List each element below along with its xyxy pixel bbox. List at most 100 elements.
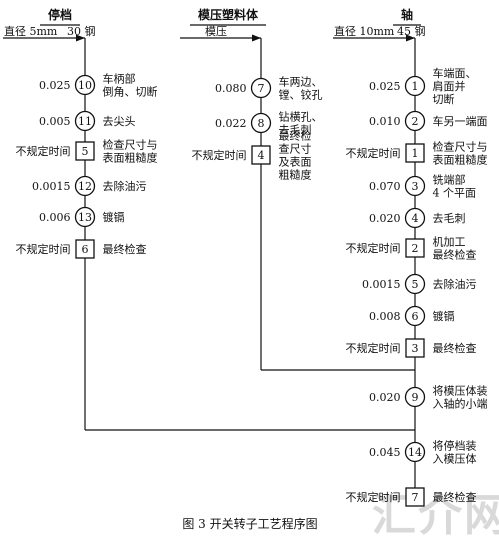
step-number: 6 <box>412 310 419 323</box>
operation-circle <box>250 77 272 99</box>
inspection-square <box>75 141 95 161</box>
step-time: 0.0015 <box>362 278 401 291</box>
step-number: 2 <box>412 242 419 255</box>
step-number: 3 <box>412 342 419 355</box>
step-number: 1 <box>412 147 419 160</box>
material-grade: 45 钢 <box>397 25 426 38</box>
step-description: 粗糙度 <box>279 168 312 182</box>
step-description: 4 个平面 <box>433 187 477 200</box>
step-time: 不规定时间 <box>16 242 71 256</box>
step-description: 去除油污 <box>433 277 477 291</box>
step-time: 0.025 <box>39 79 71 92</box>
step-number: 9 <box>412 391 419 404</box>
operation-circle <box>74 74 96 96</box>
step-number: 7 <box>258 82 265 95</box>
operation-circle <box>74 206 96 228</box>
inspection-square <box>75 239 95 259</box>
inspection-square <box>251 145 271 165</box>
step-time: 0.045 <box>369 446 401 459</box>
step-description: 表面粗糙度 <box>433 153 488 167</box>
step-description: 去毛刺 <box>433 212 466 225</box>
step-description: 将停档装 <box>433 439 477 453</box>
step-description: 车两边、 <box>279 75 323 89</box>
inspection-square <box>405 338 425 358</box>
step-description: 将模压体装 <box>433 384 488 398</box>
step-number: 6 <box>82 243 89 256</box>
step-description: 去毛刺 <box>279 124 312 137</box>
step-time: 0.020 <box>369 212 401 225</box>
operation-circle <box>404 175 426 197</box>
step-time: 不规定时间 <box>16 144 71 158</box>
figure-caption: 图 3 开关转子工艺程序图 <box>182 516 317 531</box>
step-time: 0.020 <box>369 391 401 404</box>
step-description: 入模压体 <box>433 452 477 466</box>
operation-circle <box>404 441 426 463</box>
step-time: 0.0015 <box>32 180 71 193</box>
material-spec: 直径 5mm <box>4 24 58 38</box>
step-description: 车柄部 <box>103 72 136 86</box>
step-number: 1 <box>412 80 419 93</box>
step-time: 不规定时间 <box>346 341 401 355</box>
step-description: 去尖头 <box>103 115 136 128</box>
step-number: 4 <box>258 149 265 162</box>
step-time: 0.008 <box>369 310 401 323</box>
step-number: 5 <box>412 278 419 291</box>
step-number: 5 <box>82 145 89 158</box>
operation-circle <box>74 110 96 132</box>
step-description: 镀镉 <box>103 210 125 224</box>
step-number: 4 <box>412 212 419 225</box>
step-description: 镗、铰孔 <box>279 88 323 102</box>
step-number: 12 <box>78 180 92 193</box>
arrow-head <box>76 34 85 42</box>
material-spec: 直径 10mm <box>334 24 395 38</box>
step-number: 7 <box>412 491 419 504</box>
step-description: 铣端部 <box>433 173 466 187</box>
step-time: 0.080 <box>215 82 247 95</box>
step-description: 最终检查 <box>433 248 477 262</box>
step-description: 及表面 <box>279 155 312 169</box>
step-number: 3 <box>412 180 419 193</box>
step-description: 肩面并 <box>433 79 466 93</box>
step-time: 不规定时间 <box>346 241 401 255</box>
inspection-square <box>405 238 425 258</box>
step-time: 0.010 <box>369 115 401 128</box>
step-description: 钻横孔、 <box>279 110 323 124</box>
material-spec: 模压 <box>205 25 227 38</box>
step-description: 镀镉 <box>433 309 455 323</box>
arrow-head <box>252 34 261 42</box>
operation-circle <box>250 112 272 134</box>
step-description: 最终检查 <box>103 242 147 256</box>
step-number: 14 <box>408 446 422 459</box>
step-description: 最终检 <box>279 129 312 143</box>
step-time: 0.025 <box>369 80 401 93</box>
step-description: 检查尺寸与 <box>433 140 488 154</box>
step-description: 最终检查 <box>433 341 477 355</box>
column-title: 轴 <box>401 7 413 22</box>
step-time: 不规定时间 <box>346 490 401 504</box>
step-description: 查尺寸 <box>279 142 312 156</box>
step-number: 8 <box>258 117 265 130</box>
step-description: 最终检查 <box>433 490 477 504</box>
inspection-square <box>405 143 425 163</box>
step-description: 入轴的小端 <box>433 397 488 411</box>
step-description: 车端面、 <box>433 66 477 80</box>
step-number: 11 <box>78 115 92 128</box>
step-description: 切断 <box>433 92 455 106</box>
step-number: 2 <box>412 115 419 128</box>
operation-circle <box>404 386 426 408</box>
step-time: 0.006 <box>39 211 71 224</box>
step-time: 0.070 <box>369 180 401 193</box>
operation-circle <box>404 110 426 132</box>
step-description: 倒角、切断 <box>103 85 158 99</box>
step-time: 不规定时间 <box>192 148 247 162</box>
step-number: 10 <box>78 79 92 92</box>
operation-circle <box>74 175 96 197</box>
step-time: 0.022 <box>215 117 247 130</box>
operation-circle <box>404 273 426 295</box>
arrow-head <box>406 34 415 42</box>
column-title: 模压塑料体 <box>198 7 259 22</box>
column-title: 停档 <box>48 7 72 22</box>
step-description: 车另一端面 <box>433 114 488 128</box>
step-description: 检查尺寸与 <box>103 138 158 152</box>
